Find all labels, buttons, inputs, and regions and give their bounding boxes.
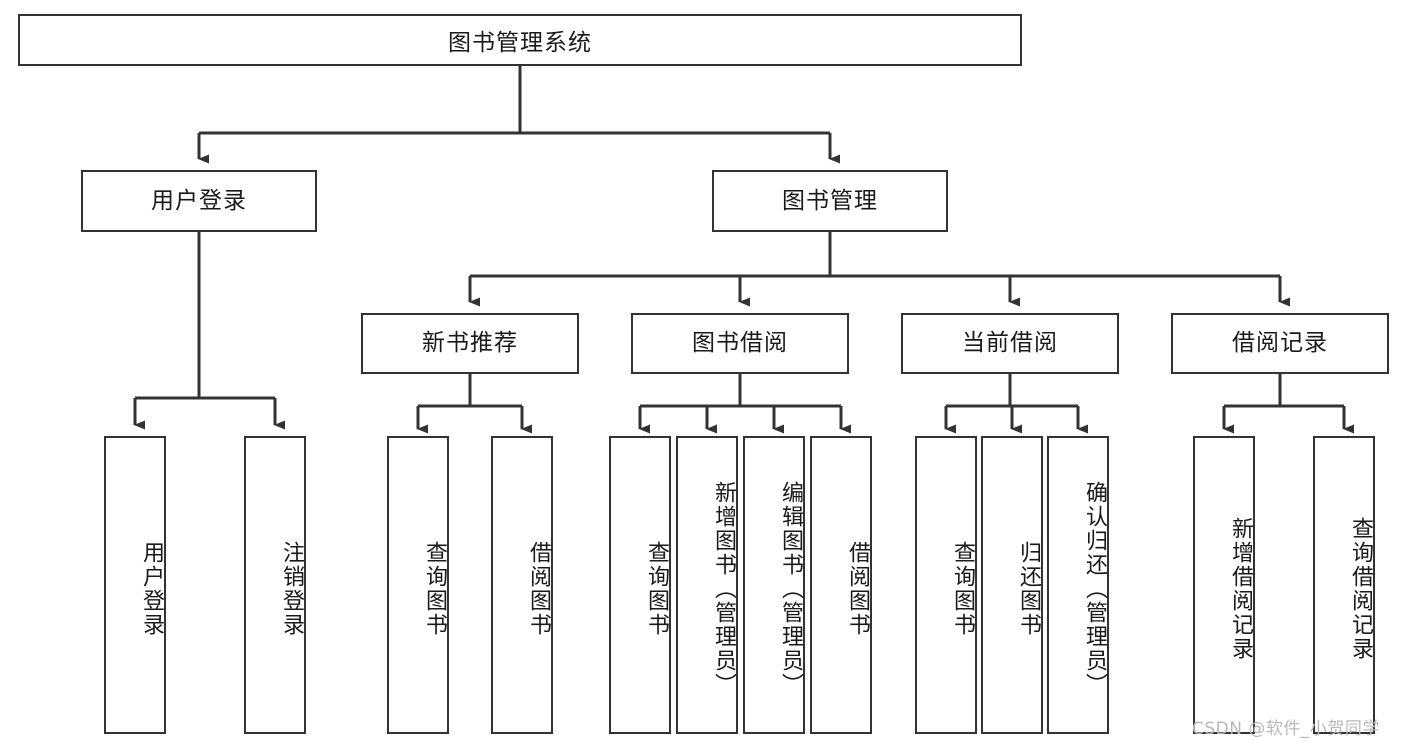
node-new-book-recommend[interactable]: 新书推荐 xyxy=(361,313,579,374)
node-label: 新增借阅记录 xyxy=(1228,517,1253,661)
csdn-watermark: CSDN @软件_小贺同学 xyxy=(1192,719,1380,739)
node-label: 图书管理 xyxy=(782,187,878,214)
node-label: 图书借阅 xyxy=(692,330,788,357)
node-label: 注销登录 xyxy=(279,541,304,637)
node-borrow-record[interactable]: 借阅记录 xyxy=(1171,313,1389,374)
node-label: 借阅图书 xyxy=(845,541,870,637)
node-label: 查询图书 xyxy=(422,541,447,637)
node-label: 查询借阅记录 xyxy=(1348,517,1373,661)
node-user-login[interactable]: 用户登录 xyxy=(81,170,317,232)
node-current-borrow[interactable]: 当前借阅 xyxy=(901,313,1119,374)
leaf-borrow-book-borrow[interactable]: 借阅图书 xyxy=(810,436,872,734)
node-label: 查询图书 xyxy=(950,541,975,637)
node-label: 用户登录 xyxy=(139,541,164,637)
leaf-borrow-book-new-recommend[interactable]: 借阅图书 xyxy=(491,436,553,734)
node-label: 借阅记录 xyxy=(1232,330,1328,357)
node-label: 新书推荐 xyxy=(422,330,518,357)
node-label: 借阅图书 xyxy=(526,541,551,637)
leaf-edit-book-admin[interactable]: 编辑图书（管理员） xyxy=(743,436,805,734)
leaf-query-book-new-recommend[interactable]: 查询图书 xyxy=(387,436,449,734)
node-label: 编辑图书（管理员） xyxy=(778,481,803,697)
node-label: 确认归还（管理员） xyxy=(1082,481,1107,697)
node-label: 当前借阅 xyxy=(962,330,1058,357)
leaf-query-book-borrow[interactable]: 查询图书 xyxy=(609,436,671,734)
node-label: 归还图书 xyxy=(1016,541,1041,637)
leaf-user-login[interactable]: 用户登录 xyxy=(104,436,166,734)
node-label: 图书管理系统 xyxy=(448,30,592,56)
leaf-logout-login[interactable]: 注销登录 xyxy=(244,436,306,734)
leaf-add-book-admin[interactable]: 新增图书（管理员） xyxy=(676,436,738,734)
node-label: 用户登录 xyxy=(151,187,247,214)
node-label: 查询图书 xyxy=(644,541,669,637)
node-root-book-management-system[interactable]: 图书管理系统 xyxy=(18,14,1022,66)
leaf-query-borrow-record[interactable]: 查询借阅记录 xyxy=(1313,436,1375,734)
node-book-management[interactable]: 图书管理 xyxy=(712,170,948,232)
leaf-query-book-current[interactable]: 查询图书 xyxy=(915,436,977,734)
node-book-borrow[interactable]: 图书借阅 xyxy=(631,313,849,374)
leaf-return-book[interactable]: 归还图书 xyxy=(981,436,1043,734)
leaf-add-borrow-record[interactable]: 新增借阅记录 xyxy=(1193,436,1255,734)
node-label: 新增图书（管理员） xyxy=(711,481,736,697)
leaf-confirm-return-admin[interactable]: 确认归还（管理员） xyxy=(1047,436,1109,734)
